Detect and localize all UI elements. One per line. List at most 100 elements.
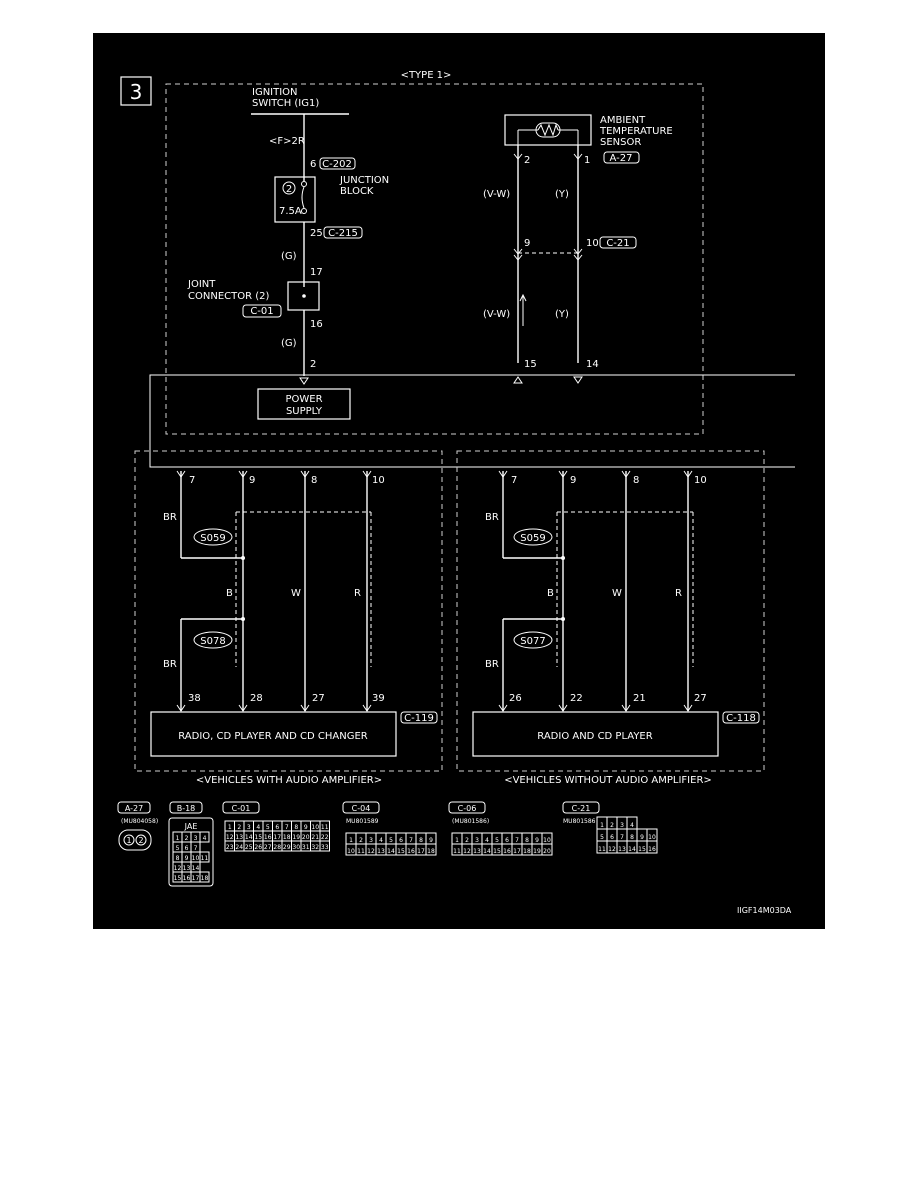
wire-color-g-1: (G): [281, 251, 297, 262]
connector-pin-number: 6: [399, 837, 403, 844]
connector-pin-number: 16: [503, 848, 511, 855]
joint-pin-out: 16: [310, 319, 323, 330]
ignition-pin-bottom: 25: [310, 228, 323, 239]
section-number-box: 3: [120, 76, 152, 106]
left-wire-b: B: [226, 588, 233, 599]
overlay-outline: [149, 374, 795, 468]
connector-pin-number: 17: [273, 834, 281, 841]
connector-pin-number: 11: [321, 824, 329, 831]
wiring-diagram-canvas: 3 <TYPE 1> IGNITION SWITCH (IG1) <F>2R 6…: [117, 70, 795, 915]
connector-pin-number: 13: [377, 848, 385, 855]
cv-c21-tag: [562, 801, 600, 814]
joint-pin-in: 17: [310, 267, 323, 278]
connector-pin-number: 6: [185, 845, 189, 852]
right-panel-region: [456, 450, 765, 772]
connector-pin-number: 18: [283, 834, 291, 841]
connector-pin-number: 16: [183, 875, 191, 882]
connector-pin-number: 15: [493, 848, 501, 855]
connector-pin-number: 28: [273, 844, 281, 851]
fuse-element: [301, 186, 305, 209]
connector-pin-number: 2: [465, 837, 469, 844]
connector-pin-number: 1: [176, 835, 180, 842]
cv-c06-tag: [448, 801, 486, 814]
joint-label-2: CONNECTOR (2): [188, 291, 269, 302]
supply-pin: 2: [310, 359, 316, 370]
connector-pin-number: 5: [389, 837, 393, 844]
connector-pin-number: 32: [311, 844, 319, 851]
mid-pin-right: 10: [586, 238, 599, 249]
connector-pin-number: 3: [620, 822, 624, 829]
signal-arrow-head: [519, 293, 527, 302]
left-unit-box: [150, 711, 397, 757]
cv-c21-part: MU801586: [563, 818, 596, 825]
thermistor-body: [535, 122, 561, 138]
connector-pin-number: 5: [600, 834, 604, 841]
right-panel-caption: <VEHICLES WITHOUT AUDIO AMPLIFIER>: [504, 775, 712, 786]
connector-pin-number: 2: [237, 824, 241, 831]
right-bottom-pin-4: 27: [694, 693, 707, 704]
mid-pin-left: 9: [524, 238, 530, 249]
connector-pin-number: 10: [192, 855, 200, 862]
right-bottom-pin-2: 22: [570, 693, 583, 704]
left-panel-wires: [176, 470, 372, 712]
fuse-rating: 7.5A: [279, 206, 302, 217]
junction-block-label-1: JUNCTION: [339, 175, 389, 186]
connector-pin-number: 17: [513, 848, 521, 855]
connector-pin-number: 30: [292, 844, 300, 851]
cv-b18-title: B-18: [177, 804, 196, 813]
connector-pin-number: 25: [245, 844, 253, 851]
connector-pin-number: 11: [201, 855, 209, 862]
connector-pin-number: 2: [359, 837, 363, 844]
cv-a27-body: [118, 829, 152, 851]
connector-pin-number: 23: [226, 844, 234, 851]
junction-block-label-2: BLOCK: [340, 186, 374, 197]
connector-pin-number: 12: [174, 865, 182, 872]
connector-pin-cell: [199, 871, 210, 883]
figure-code: IIGF14M03DA: [737, 906, 792, 915]
cv-b18-part: JAE: [184, 822, 198, 831]
connector-pin-number: 4: [203, 835, 207, 842]
joint-label-1: JOINT: [187, 279, 216, 290]
fuse-terminal-bottom: [301, 208, 307, 214]
wire-vw-2: (V-W): [483, 309, 510, 320]
left-bottom-pin-4: 39: [372, 693, 385, 704]
connector-pin-number: 6: [275, 824, 279, 831]
supply-arrow: [299, 377, 309, 385]
connector-pin-number: 6: [610, 834, 614, 841]
connector-pin-number: 6: [505, 837, 509, 844]
connector-pin-number: 7: [409, 837, 413, 844]
connector-pin-number: 21: [311, 834, 319, 841]
connector-pin-number: 10: [311, 824, 319, 831]
connector-pin-number: 5: [495, 837, 499, 844]
connector-tag-c21: [599, 236, 637, 249]
right-unit-label: RADIO AND CD PLAYER: [537, 731, 652, 742]
cv-c01-title: C-01: [232, 804, 251, 813]
type-1-region: [165, 83, 704, 435]
connector-tag-c202: [319, 157, 356, 170]
right-top-pin-3: 8: [633, 475, 639, 486]
left-wire-br-1: BR: [163, 512, 177, 523]
connector-pin-cell: [425, 843, 437, 856]
cv-c01-tag: [222, 801, 260, 814]
cv-c21-title: C-21: [572, 804, 591, 813]
right-wire-br-2: BR: [485, 659, 499, 670]
left-wire-w: W: [291, 588, 301, 599]
connector-pin-number: 20: [302, 834, 310, 841]
sensor-internal-wires: [517, 130, 579, 145]
left-panel-region: [134, 450, 443, 772]
left-top-pin-2: 9: [249, 475, 255, 486]
connector-a27-label: A-27: [610, 153, 633, 164]
connector-pin-number: 9: [304, 824, 308, 831]
connector-pin-number: 4: [379, 837, 383, 844]
right-splice-2-label: S077: [520, 636, 545, 647]
ambient-sensor-circuit: AMBIENT TEMPERATURE SENSOR A-27 2 1 (V-W…: [483, 114, 673, 384]
connector-pin-number: 5: [176, 845, 180, 852]
connector-pin-number: 10: [543, 837, 551, 844]
fuse-number: 2: [286, 184, 292, 195]
right-wire-r: R: [675, 588, 682, 599]
fuse-terminal-top: [301, 181, 307, 187]
connector-pin-number: 33: [321, 844, 329, 851]
